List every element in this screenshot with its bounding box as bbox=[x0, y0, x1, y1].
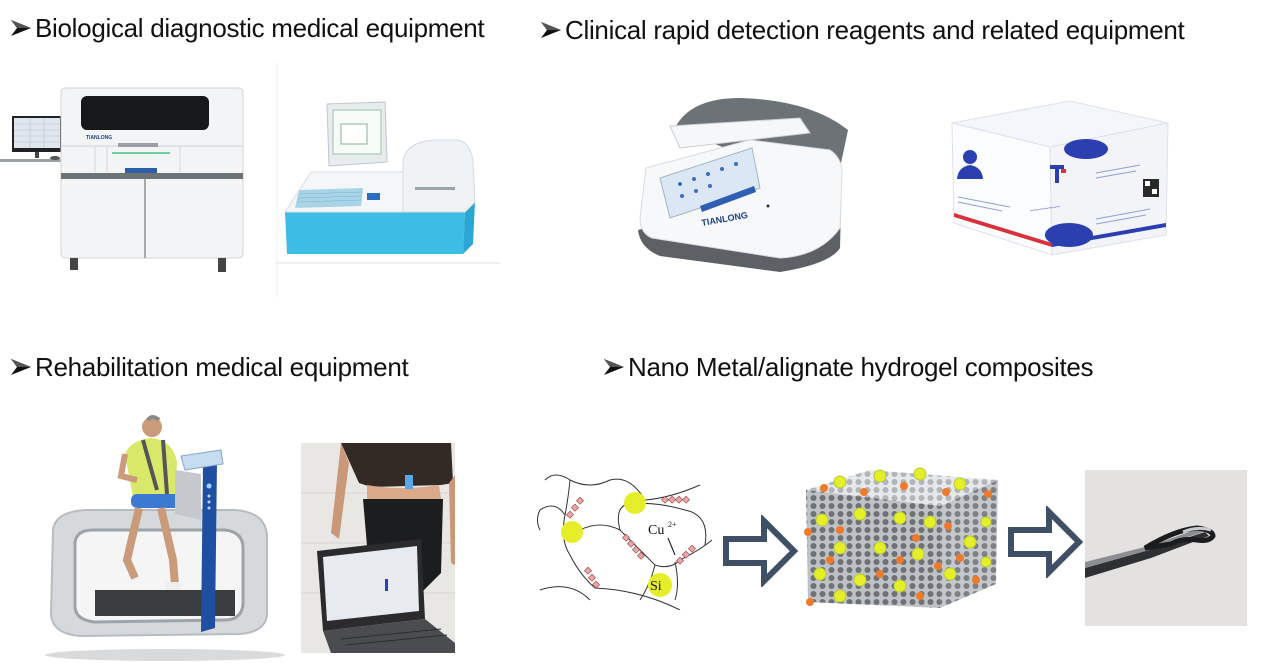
section-heading-rehabilitation: Rehabilitation medical equipment bbox=[10, 352, 409, 382]
section-heading-clinical-rapid-detection: Clinical rapid detection reagents and re… bbox=[540, 15, 1185, 45]
arrow-bullet-icon bbox=[603, 356, 625, 378]
porous-composite-block-image bbox=[800, 462, 1000, 612]
flow-arrow-right-icon bbox=[720, 515, 800, 587]
hydrogel-network-diagram: Si Cu 2+ bbox=[530, 460, 720, 610]
heading-text: Nano Metal/alignate hydrogel composites bbox=[628, 352, 1094, 382]
automated-analyzer-photo: TIANLONG bbox=[0, 80, 250, 285]
arrow-bullet-icon bbox=[540, 19, 562, 41]
copper-ion-label: Cu bbox=[648, 523, 664, 538]
gait-analysis-laptop-photo bbox=[301, 443, 455, 653]
silicon-label: Si bbox=[650, 579, 662, 594]
section-heading-biological-diagnostic: Biological diagnostic medical equipment bbox=[10, 13, 485, 43]
copper-charge-label: 2+ bbox=[668, 520, 677, 529]
anti-gravity-treadmill-photo bbox=[35, 410, 295, 663]
flow-arrow-right-icon bbox=[1005, 506, 1085, 578]
microplate-reader-photo bbox=[275, 62, 500, 297]
heading-text: Rehabilitation medical equipment bbox=[35, 352, 409, 382]
section-heading-nano-hydrogel: Nano Metal/alignate hydrogel composites bbox=[603, 352, 1094, 382]
heading-text: Clinical rapid detection reagents and re… bbox=[565, 15, 1185, 45]
heading-text: Biological diagnostic medical equipment bbox=[35, 13, 485, 43]
reagent-kit-box-photo: ~~~~~~~~ bbox=[940, 95, 1172, 267]
analyzer-brand-logo: TIANLONG bbox=[86, 135, 112, 141]
arrow-bullet-icon bbox=[10, 356, 32, 378]
pcr-instrument-photo: TIANLONG bbox=[630, 88, 860, 278]
arrow-bullet-icon bbox=[10, 17, 32, 39]
hydrogel-film-tweezers-photo bbox=[1085, 470, 1247, 626]
